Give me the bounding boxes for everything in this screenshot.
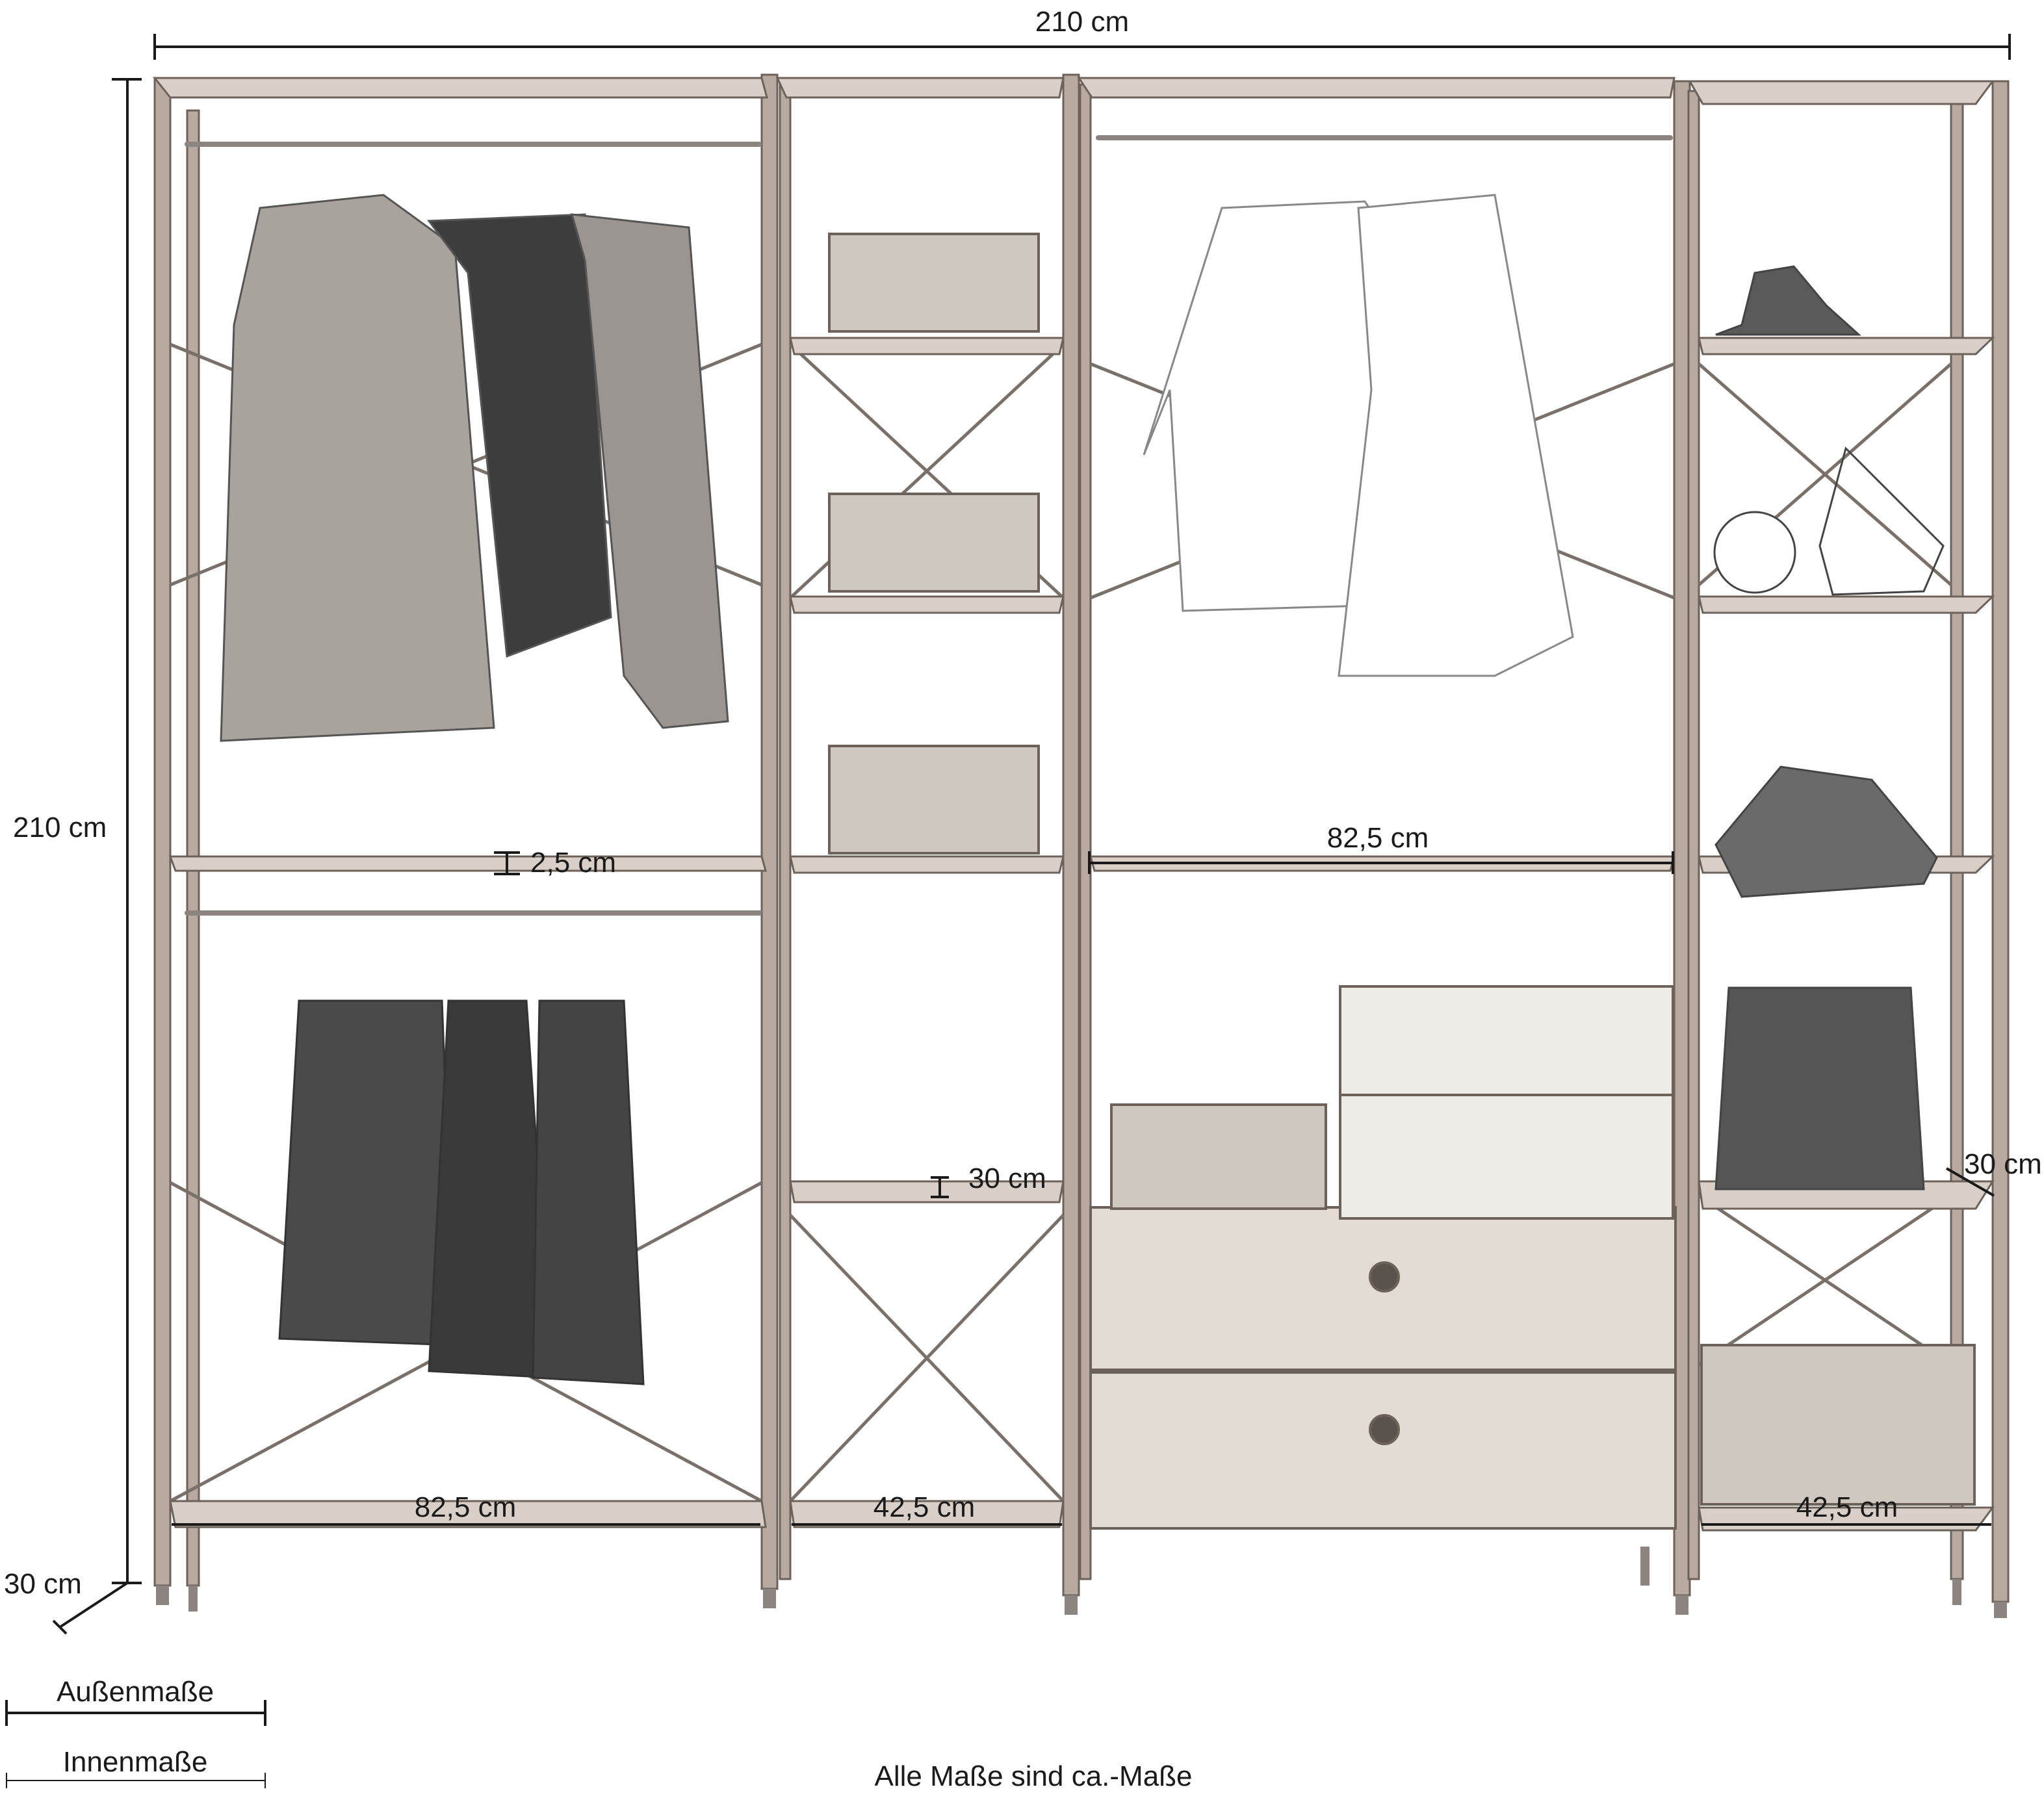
outer-depth-label: 30 cm [4,1568,82,1600]
total-width-dimension [153,34,2011,60]
mid-shelf-3 [789,855,1065,874]
right-wide-width-label: 82,5 cm [1326,822,1429,854]
mid-shelf-2 [789,595,1065,614]
handbag [1714,986,1925,1190]
total-height-dimension [112,78,142,1584]
right-depth-label: 30 cm [1964,1148,2042,1180]
left-bottom-shelf [169,1500,767,1528]
storage-box-bottom [1339,1094,1674,1220]
basket-4 [1110,1103,1327,1210]
mid-bottom-width-label: 42,5 cm [873,1491,976,1523]
clock [1713,511,1796,594]
legend-lines [5,1700,266,1788]
total-width-label: 210 cm [1035,6,1130,38]
frame-top-rails [152,77,1995,105]
total-height-label: 210 cm [13,812,107,843]
hat [1715,265,1861,336]
scarf [1714,765,1938,898]
right-shelf-2 [1698,595,1995,614]
skirt [278,999,456,1346]
legend-outer-label: Außenmaße [56,1676,214,1708]
approximate-note: Alle Maße sind ca.-Maße [874,1760,1193,1792]
hanging-rails [185,135,1673,916]
storage-boxes [1339,985,1674,1220]
mid-shelf-4 [789,1180,1065,1203]
right-bottom-width-label: 42,5 cm [1796,1491,1898,1523]
right-shelf-1 [1698,337,1995,355]
right-wide-clothes [1143,194,1574,677]
mid-depth-label: 30 cm [968,1163,1046,1194]
drawer-knob-bottom [1369,1414,1400,1445]
basket-5 [1700,1344,1976,1506]
shelf-thickness-label: 2,5 cm [530,847,617,879]
left-top-clothes [220,194,729,742]
basket-3 [828,745,1040,855]
legend-inner-label: Innenmaße [62,1746,208,1778]
basket-2 [828,493,1040,593]
outer-depth-dimension [52,1582,129,1635]
inner-dimension-markers [172,851,1995,1526]
knit-cardigan [570,213,729,729]
storage-box-top [1339,985,1674,1105]
left-bottom-clothes [278,999,645,1385]
drawer-knob-top [1369,1261,1400,1292]
striped-sweater [427,213,612,658]
drawer-unit [1089,1206,1677,1530]
trousers-2 [532,999,645,1385]
white-shirt [1338,194,1574,677]
geometric-decor [1818,446,1945,596]
mid-bottom-shelf [789,1500,1065,1528]
basket-1 [828,233,1040,333]
left-middle-shelf [168,855,767,872]
shelves [168,337,1995,1532]
blazer [220,194,495,742]
baskets [828,233,1976,1506]
feet [156,1547,2007,1618]
mid-shelf-1 [789,337,1065,355]
left-bottom-width-label: 82,5 cm [414,1491,517,1523]
drawer-bottom [1089,1371,1677,1530]
right-accessories [1713,265,1945,1190]
